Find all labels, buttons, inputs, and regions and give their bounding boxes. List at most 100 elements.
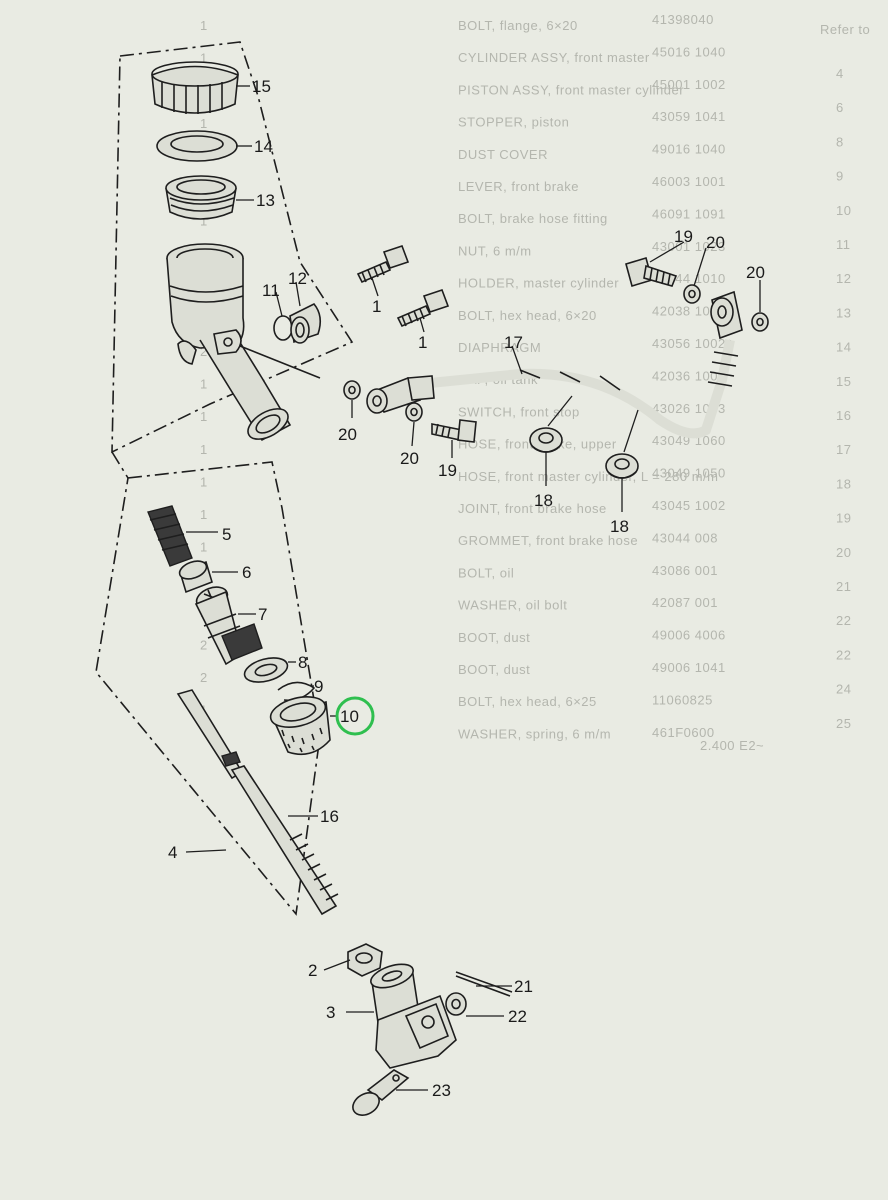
assembly-boundary-link [111, 451, 129, 479]
faded-faded_parts_list: BOLT, oil [458, 565, 514, 580]
faded-faded_quantities: 1 [200, 474, 208, 489]
faded-side-note: 2.400 E2~ [700, 738, 764, 753]
callout-label: 20 [400, 449, 419, 468]
faded-faded_index_numbers: 8 [836, 134, 844, 149]
callout-label: 22 [508, 1007, 527, 1026]
faded-faded_quantities: 1 [200, 116, 208, 131]
faded-faded_parts_list: CYLINDER ASSY, front master [458, 50, 650, 65]
faded-faded_index_numbers: 15 [836, 374, 851, 389]
faded-faded_parts_list: BOOT, dust [458, 630, 530, 645]
faded-faded_parts_list: DUST COVER [458, 147, 548, 162]
part-washer [751, 312, 769, 332]
faded-faded_part_numbers: 43044 008 [652, 530, 718, 545]
faded-faded_part_numbers: 43086 001 [652, 563, 718, 578]
callout-label: 19 [438, 461, 457, 480]
part-cap [151, 61, 239, 114]
faded-faded_index_numbers: 10 [836, 203, 851, 218]
faded-faded_index_numbers: 25 [836, 716, 851, 731]
faded-faded_parts_list: STOPPER, piston [458, 115, 569, 130]
part-lock-nut [347, 943, 383, 977]
callout-label: 16 [320, 807, 339, 826]
faded-faded_parts_list: DIAPHRAGM [458, 340, 541, 355]
faded-faded_parts_list: BOOT, dust [458, 662, 530, 677]
faded-faded_part_numbers: 49006 1041 [652, 660, 726, 675]
callout-label: 20 [706, 233, 725, 252]
faded-faded_quantities: 1 [200, 377, 208, 392]
part-push-rod [176, 689, 339, 916]
part-grommet-right [605, 453, 639, 479]
faded-faded_quantities: 1 [200, 214, 208, 229]
part-piston [194, 586, 263, 666]
callout-label: 8 [298, 653, 307, 672]
faded-faded_quantities: 1 [200, 540, 208, 555]
faded-faded_part_numbers: 49016 1040 [652, 142, 726, 157]
callout-label: 15 [252, 77, 271, 96]
faded-faded_index_numbers: 13 [836, 305, 851, 320]
part-banjo-right [710, 290, 743, 340]
callout-label: 1 [418, 333, 427, 352]
faded-faded_parts_list: NUT, 6 m/m [458, 243, 532, 258]
part-washer [683, 284, 701, 304]
callout-label: 9 [314, 677, 323, 696]
faded-faded_quantities: 2 [200, 637, 208, 652]
part-bolt-upper [356, 244, 410, 284]
part-pin-washer [445, 992, 467, 1016]
faded-faded_part_numbers: 45016 1040 [652, 44, 726, 59]
callout-label: 20 [746, 263, 765, 282]
callout-label: 20 [338, 425, 357, 444]
faded-faded_index_numbers: 12 [836, 271, 851, 286]
callout-label: 12 [288, 269, 307, 288]
faded-faded_quantities: 2 [200, 344, 208, 359]
part-oil-bolt-lower [431, 419, 477, 443]
callout-label: 2 [308, 961, 317, 980]
faded-faded_part_numbers: 43049 1050 [652, 466, 726, 481]
faded-faded_quantities: 1 [200, 409, 208, 424]
part-holder [165, 175, 237, 220]
callout-label: 1 [372, 297, 381, 316]
callout-label: 6 [242, 563, 251, 582]
leader-lines [185, 85, 761, 1091]
part-secondary-cup [178, 560, 213, 594]
faded-faded_index_numbers: 9 [836, 169, 844, 184]
faded-faded_part_numbers: 42036 1001 [652, 368, 726, 383]
faded-faded_index_numbers: 22 [836, 613, 851, 628]
faded-faded_quantities: 1 [200, 18, 208, 33]
faded-faded_index_numbers: 20 [836, 545, 851, 560]
faded-faded_quantities: 2 [200, 670, 208, 685]
faded-faded_part_numbers: 43056 1002 [652, 336, 726, 351]
faded-faded_parts_list: WASHER, spring, 6 m/m [458, 726, 611, 741]
part-diaphragm [156, 130, 238, 162]
part-spring [147, 505, 193, 567]
faded-side-note: Refer to [820, 22, 870, 37]
part-grommet-left [529, 427, 563, 453]
faded-faded_index_numbers: 14 [836, 340, 851, 355]
faded-faded_quantities: 1 [200, 51, 208, 66]
faded-faded_quantities: 1 [200, 442, 208, 457]
faded-faded_parts_list: BOLT, hex head, 6×25 [458, 694, 597, 709]
part-washer [343, 380, 361, 400]
faded-faded_part_numbers: 43049 1060 [652, 433, 726, 448]
faded-faded_part_numbers: 46003 1001 [652, 174, 726, 189]
callout-label: 7 [258, 605, 267, 624]
faded-faded_part_numbers: 49006 4006 [652, 628, 726, 643]
faded-faded_parts_list: SWITCH, front stop [458, 404, 580, 419]
highlight-circle [335, 696, 375, 736]
faded-parts-list: Refer to 2.400 E2~ BOLT, flange, 6×20CYL… [200, 12, 870, 753]
faded-faded_parts_list: HOSE, front master cylinder, L = 280 m/m [458, 469, 718, 484]
callout-label: 13 [256, 191, 275, 210]
faded-faded_part_numbers: 11060825 [652, 692, 713, 707]
faded-faded_index_numbers: 19 [836, 511, 851, 526]
part-brake-hose [239, 339, 739, 439]
faded-faded_part_numbers: 41398040 [652, 12, 714, 27]
faded-faded_parts_list: PISTON ASSY, front master cylinder [458, 82, 684, 97]
faded-faded_parts_list: JOINT, front brake hose [458, 501, 607, 516]
callout-label: 14 [254, 137, 273, 156]
part-dust-boot [269, 696, 331, 756]
callout-label-highlighted: 10 [340, 707, 359, 726]
faded-faded_index_numbers: 22 [836, 647, 851, 662]
faded-faded_parts_list: GROMMET, front brake hose [458, 533, 638, 548]
part-bolt-lower [396, 288, 450, 328]
faded-faded_index_numbers: 16 [836, 408, 851, 423]
